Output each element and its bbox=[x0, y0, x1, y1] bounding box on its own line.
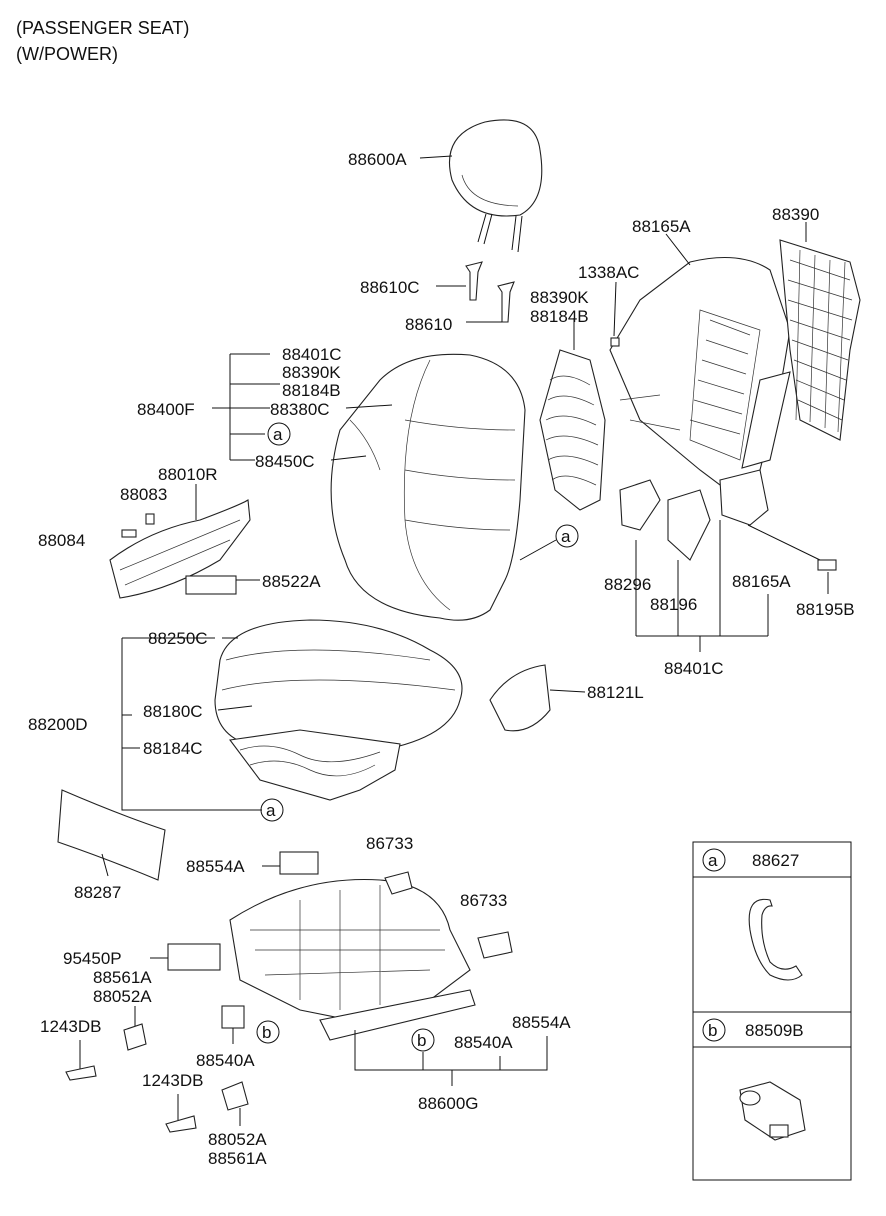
seatback-heater-mat bbox=[539, 349, 606, 511]
seatback-frame bbox=[609, 256, 791, 501]
label-88540A-a: 88540A bbox=[196, 1051, 255, 1070]
label-88450C: 88450C bbox=[255, 452, 315, 471]
label-88184B-b: 88184B bbox=[282, 381, 341, 400]
label-88390: 88390 bbox=[772, 205, 819, 224]
nut-1338AC bbox=[610, 337, 620, 347]
seat-heater-mat bbox=[229, 729, 401, 801]
callout-a-back bbox=[555, 524, 579, 548]
bracket-88052A-b bbox=[221, 1081, 249, 1111]
bolt-88195B bbox=[817, 559, 837, 571]
callout-a-seatback-letter: a bbox=[273, 425, 283, 444]
legend-a-letter: a bbox=[708, 851, 718, 870]
label-88084: 88084 bbox=[38, 531, 85, 550]
headrest bbox=[448, 119, 543, 253]
callout-b-frame bbox=[256, 1020, 280, 1044]
callout-b-assy bbox=[411, 1028, 435, 1052]
motor-88540A bbox=[221, 1005, 245, 1029]
label-88401C-a: 88401C bbox=[282, 345, 342, 364]
diagram-title-line1: (PASSENGER SEAT) bbox=[16, 18, 189, 38]
cover-86733-a bbox=[384, 871, 413, 895]
label-88010R: 88010R bbox=[158, 465, 218, 484]
label-88121L: 88121L bbox=[587, 683, 644, 702]
bolt-1243DB-a bbox=[65, 1065, 97, 1081]
label-88296: 88296 bbox=[604, 575, 651, 594]
legend-b-part: 88509B bbox=[745, 1021, 804, 1040]
label-88400F: 88400F bbox=[137, 400, 195, 419]
label-88083: 88083 bbox=[120, 485, 167, 504]
label-1243DB-a: 1243DB bbox=[40, 1017, 101, 1036]
bolt-1243DB-b bbox=[165, 1115, 197, 1133]
side-shield-88010R bbox=[109, 499, 251, 599]
cover-86733-b bbox=[477, 931, 513, 959]
legend-b-circle bbox=[702, 1018, 726, 1042]
legend-box: a 88627 b 88509B bbox=[692, 841, 852, 1181]
label-88610: 88610 bbox=[405, 315, 452, 334]
callout-a-seatback bbox=[267, 422, 291, 446]
label-88390K-a: 88390K bbox=[530, 288, 589, 307]
screw-88084 bbox=[121, 529, 137, 538]
label-88401C-b: 88401C bbox=[664, 659, 724, 678]
label-95450P: 95450P bbox=[63, 949, 122, 968]
seat-track-frame bbox=[229, 878, 476, 1041]
label-88600A: 88600A bbox=[348, 150, 407, 169]
label-86733-a: 86733 bbox=[366, 834, 413, 853]
module-95450P bbox=[167, 943, 221, 971]
label-88600G: 88600G bbox=[418, 1094, 479, 1113]
clip-88083 bbox=[145, 513, 155, 525]
legend-a-circle bbox=[702, 848, 726, 872]
label-88250C: 88250C bbox=[148, 629, 208, 648]
callout-b-frame-letter: b bbox=[262, 1023, 271, 1042]
label-88200D: 88200D bbox=[28, 715, 88, 734]
headrest-guides bbox=[465, 261, 515, 323]
label-88380C: 88380C bbox=[270, 400, 330, 419]
seat-cushion bbox=[214, 619, 463, 755]
seatback-cushion bbox=[330, 353, 526, 621]
recliner-covers bbox=[619, 469, 769, 561]
motor-88509B bbox=[739, 1081, 806, 1141]
label-88180C: 88180C bbox=[143, 702, 203, 721]
wire-clip-88627 bbox=[748, 898, 803, 981]
label-88184C: 88184C bbox=[143, 739, 203, 758]
label-88390K-b: 88390K bbox=[282, 363, 341, 382]
label-86733-b: 86733 bbox=[460, 891, 507, 910]
switch-88522A bbox=[185, 575, 237, 595]
callout-b-assy-letter: b bbox=[417, 1031, 426, 1050]
label-88554A-a: 88554A bbox=[186, 857, 245, 876]
label-88195B: 88195B bbox=[796, 600, 855, 619]
diagram-title-line2: (W/POWER) bbox=[16, 44, 118, 64]
label-88052A-b: 88052A bbox=[208, 1130, 267, 1149]
label-88610C: 88610C bbox=[360, 278, 420, 297]
label-88561A-b: 88561A bbox=[208, 1149, 267, 1168]
trim-88287 bbox=[57, 789, 166, 881]
callout-a-seat bbox=[260, 798, 284, 822]
module-88554A bbox=[279, 851, 319, 875]
label-88165A-top: 88165A bbox=[632, 217, 691, 236]
label-88522A: 88522A bbox=[262, 572, 321, 591]
label-88052A-a: 88052A bbox=[93, 987, 152, 1006]
label-1243DB-b: 1243DB bbox=[142, 1071, 203, 1090]
label-88554A-b: 88554A bbox=[512, 1013, 571, 1032]
label-88184B-a: 88184B bbox=[530, 307, 589, 326]
label-88165A-b: 88165A bbox=[732, 572, 791, 591]
side-cover-88121L bbox=[489, 664, 551, 732]
label-88561A-a: 88561A bbox=[93, 968, 152, 987]
bracket-88052A-a bbox=[123, 1023, 147, 1051]
callout-a-seat-letter: a bbox=[266, 801, 276, 820]
label-1338AC: 1338AC bbox=[578, 263, 639, 282]
legend-b-letter: b bbox=[708, 1021, 717, 1040]
label-88196: 88196 bbox=[650, 595, 697, 614]
legend-a-part: 88627 bbox=[752, 851, 799, 870]
label-88540A-b: 88540A bbox=[454, 1033, 513, 1052]
callout-a-back-letter: a bbox=[561, 527, 571, 546]
label-88287: 88287 bbox=[74, 883, 121, 902]
back-panel-88390 bbox=[779, 239, 861, 441]
